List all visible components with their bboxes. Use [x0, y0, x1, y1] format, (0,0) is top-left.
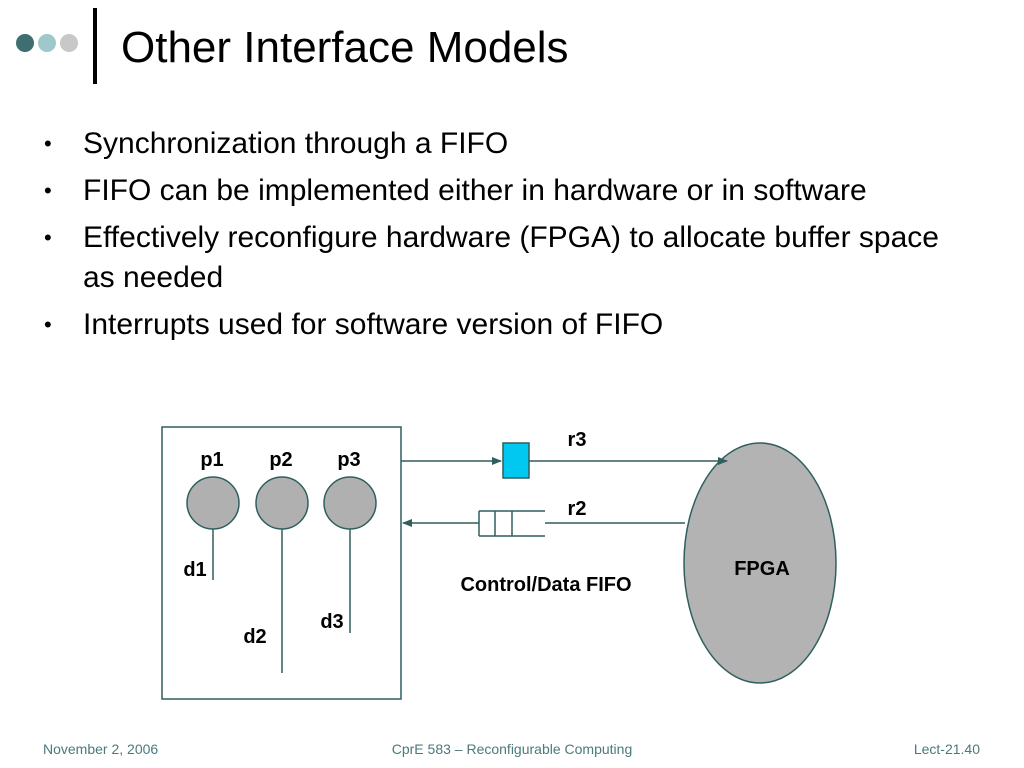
footer-lecture: Lect-21.40	[913, 741, 980, 757]
bullet-text: Synchronization through a FIFO	[83, 127, 509, 160]
bullet-icon: •	[44, 178, 52, 203]
fpga-label: FPGA	[734, 558, 790, 580]
bullet-text: Interrupts used for software version of …	[83, 308, 664, 341]
data-label-d1: d1	[183, 559, 206, 581]
register-label-r2: r2	[568, 498, 587, 520]
process-label-p1: p1	[200, 449, 223, 471]
fifo-label: Control/Data FIFO	[460, 574, 631, 596]
data-label-d3: d3	[320, 611, 343, 633]
process-circle-p2	[255, 476, 309, 530]
bullet-item: • Interrupts used for software version of…	[44, 305, 944, 345]
process-circle-p3	[323, 476, 377, 530]
register-label-r3: r3	[568, 429, 587, 451]
bullet-item: • Synchronization through a FIFO	[44, 124, 944, 164]
data-label-d2: d2	[243, 626, 266, 648]
footer-course: CprE 583 – Reconfigurable Computing	[391, 741, 633, 757]
fifo-queue	[478, 510, 545, 537]
process-label-p3: p3	[337, 449, 360, 471]
fpga-ellipse	[683, 442, 837, 684]
title-decoration-dots	[16, 34, 78, 52]
bullet-icon: •	[44, 131, 52, 156]
bullet-item: • FIFO can be implemented either in hardw…	[44, 171, 944, 211]
process-circle-p1	[186, 476, 240, 530]
bullet-text: Effectively reconfigure hardware (FPGA) …	[83, 221, 939, 294]
title-divider	[93, 8, 97, 84]
slide-title: Other Interface Models	[121, 23, 569, 72]
footer-date: November 2, 2006	[43, 741, 159, 757]
bullet-list: • Synchronization through a FIFO • FIFO ca…	[44, 124, 944, 352]
bullet-icon: •	[44, 225, 52, 250]
dot-gray	[60, 34, 78, 52]
software-box	[161, 426, 402, 700]
bullet-text: FIFO can be implemented either in hardwa…	[83, 174, 867, 207]
dot-dark	[16, 34, 34, 52]
bullet-icon: •	[44, 312, 52, 337]
bullet-item: • Effectively reconfigure hardware (FPGA)…	[44, 218, 944, 298]
process-label-p2: p2	[269, 449, 292, 471]
dot-light	[38, 34, 56, 52]
register-r3-box	[502, 442, 530, 479]
